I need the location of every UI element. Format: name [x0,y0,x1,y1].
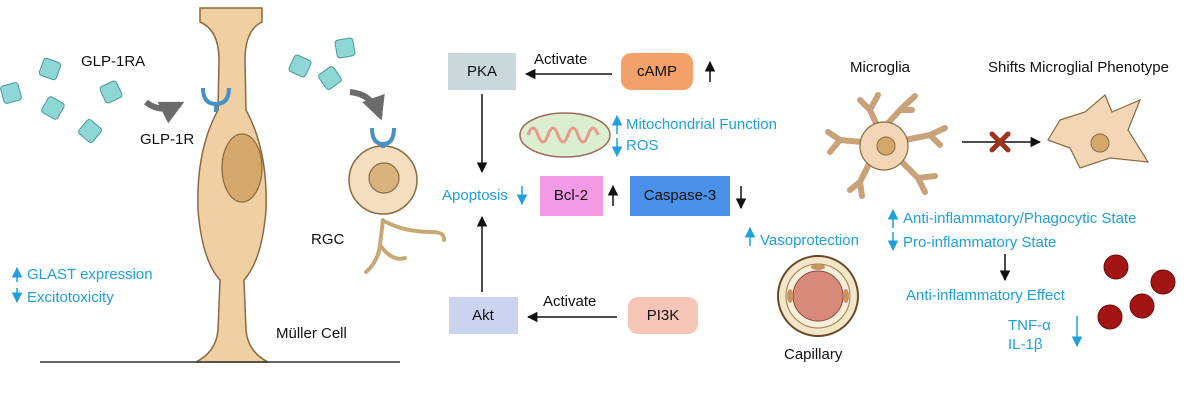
glp1r-label: GLP-1R [140,131,194,148]
muller-nucleus [221,133,263,203]
receptor-icon [370,127,396,148]
muller-label: Müller Cell [276,325,347,342]
bcl2-box [540,176,603,216]
microglia-cell [825,92,948,199]
camp-box [621,53,693,90]
anti-phago-label: Anti-inflammatory/Phagocytic State [903,210,1136,227]
activate-top-label: Activate [534,51,587,68]
pi3k-box [628,297,698,334]
capillary-label: Capillary [784,346,843,363]
cytokine-particle [1103,254,1129,280]
rgc-cell [348,127,447,274]
muller-cell [195,7,269,363]
cytokine-particles [1097,254,1176,330]
tnf-label: TNF-α [1008,317,1051,334]
vasoprotection-label: Vasoprotection [760,232,859,249]
glast-label: GLAST expression [27,266,153,283]
camp-label: cAMP [637,63,677,80]
shift-label: Shifts Microglial Phenotype [988,59,1169,76]
glp1ra-label: GLP-1RA [81,53,145,70]
akt-label: Akt [472,307,495,324]
glp1ra-molecules [0,37,356,143]
pka-box [448,53,516,90]
activated-microglia-cell [1047,94,1150,169]
mitochondrion-icon [519,112,611,158]
rgc-label: RGC [311,231,345,248]
apoptosis-label: Apoptosis [442,187,508,204]
il1b-label: IL-1β [1008,336,1043,353]
cytokine-particle [1150,269,1176,295]
akt-box [449,297,518,334]
cytokine-particle [1097,304,1123,330]
binding-arrow-left [144,99,185,124]
caspase3-label: Caspase-3 [644,187,717,204]
microglia-label: Microglia [850,59,911,76]
pka-label: PKA [467,63,497,80]
bcl2-label: Bcl-2 [554,187,588,204]
excito-label: Excitotoxicity [27,289,114,306]
glast-row: GLAST expression Excitotoxicity [11,266,153,306]
binding-arrow-right [349,89,385,121]
cytokine-particle [1129,293,1155,319]
anti-effect-label: Anti-inflammatory Effect [906,287,1066,304]
pro-inflam-label: Pro-inflammatory State [903,234,1056,251]
inhibit-x-icon [989,131,1011,153]
mito-function-label: Mitochondrial Function [626,116,777,133]
receptor-icon [201,87,231,112]
ros-label: ROS [626,137,659,154]
pi3k-label: PI3K [647,307,680,324]
caspase3-box [630,176,730,216]
capillary-icon [777,255,859,337]
activate-bottom-label: Activate [543,293,596,310]
